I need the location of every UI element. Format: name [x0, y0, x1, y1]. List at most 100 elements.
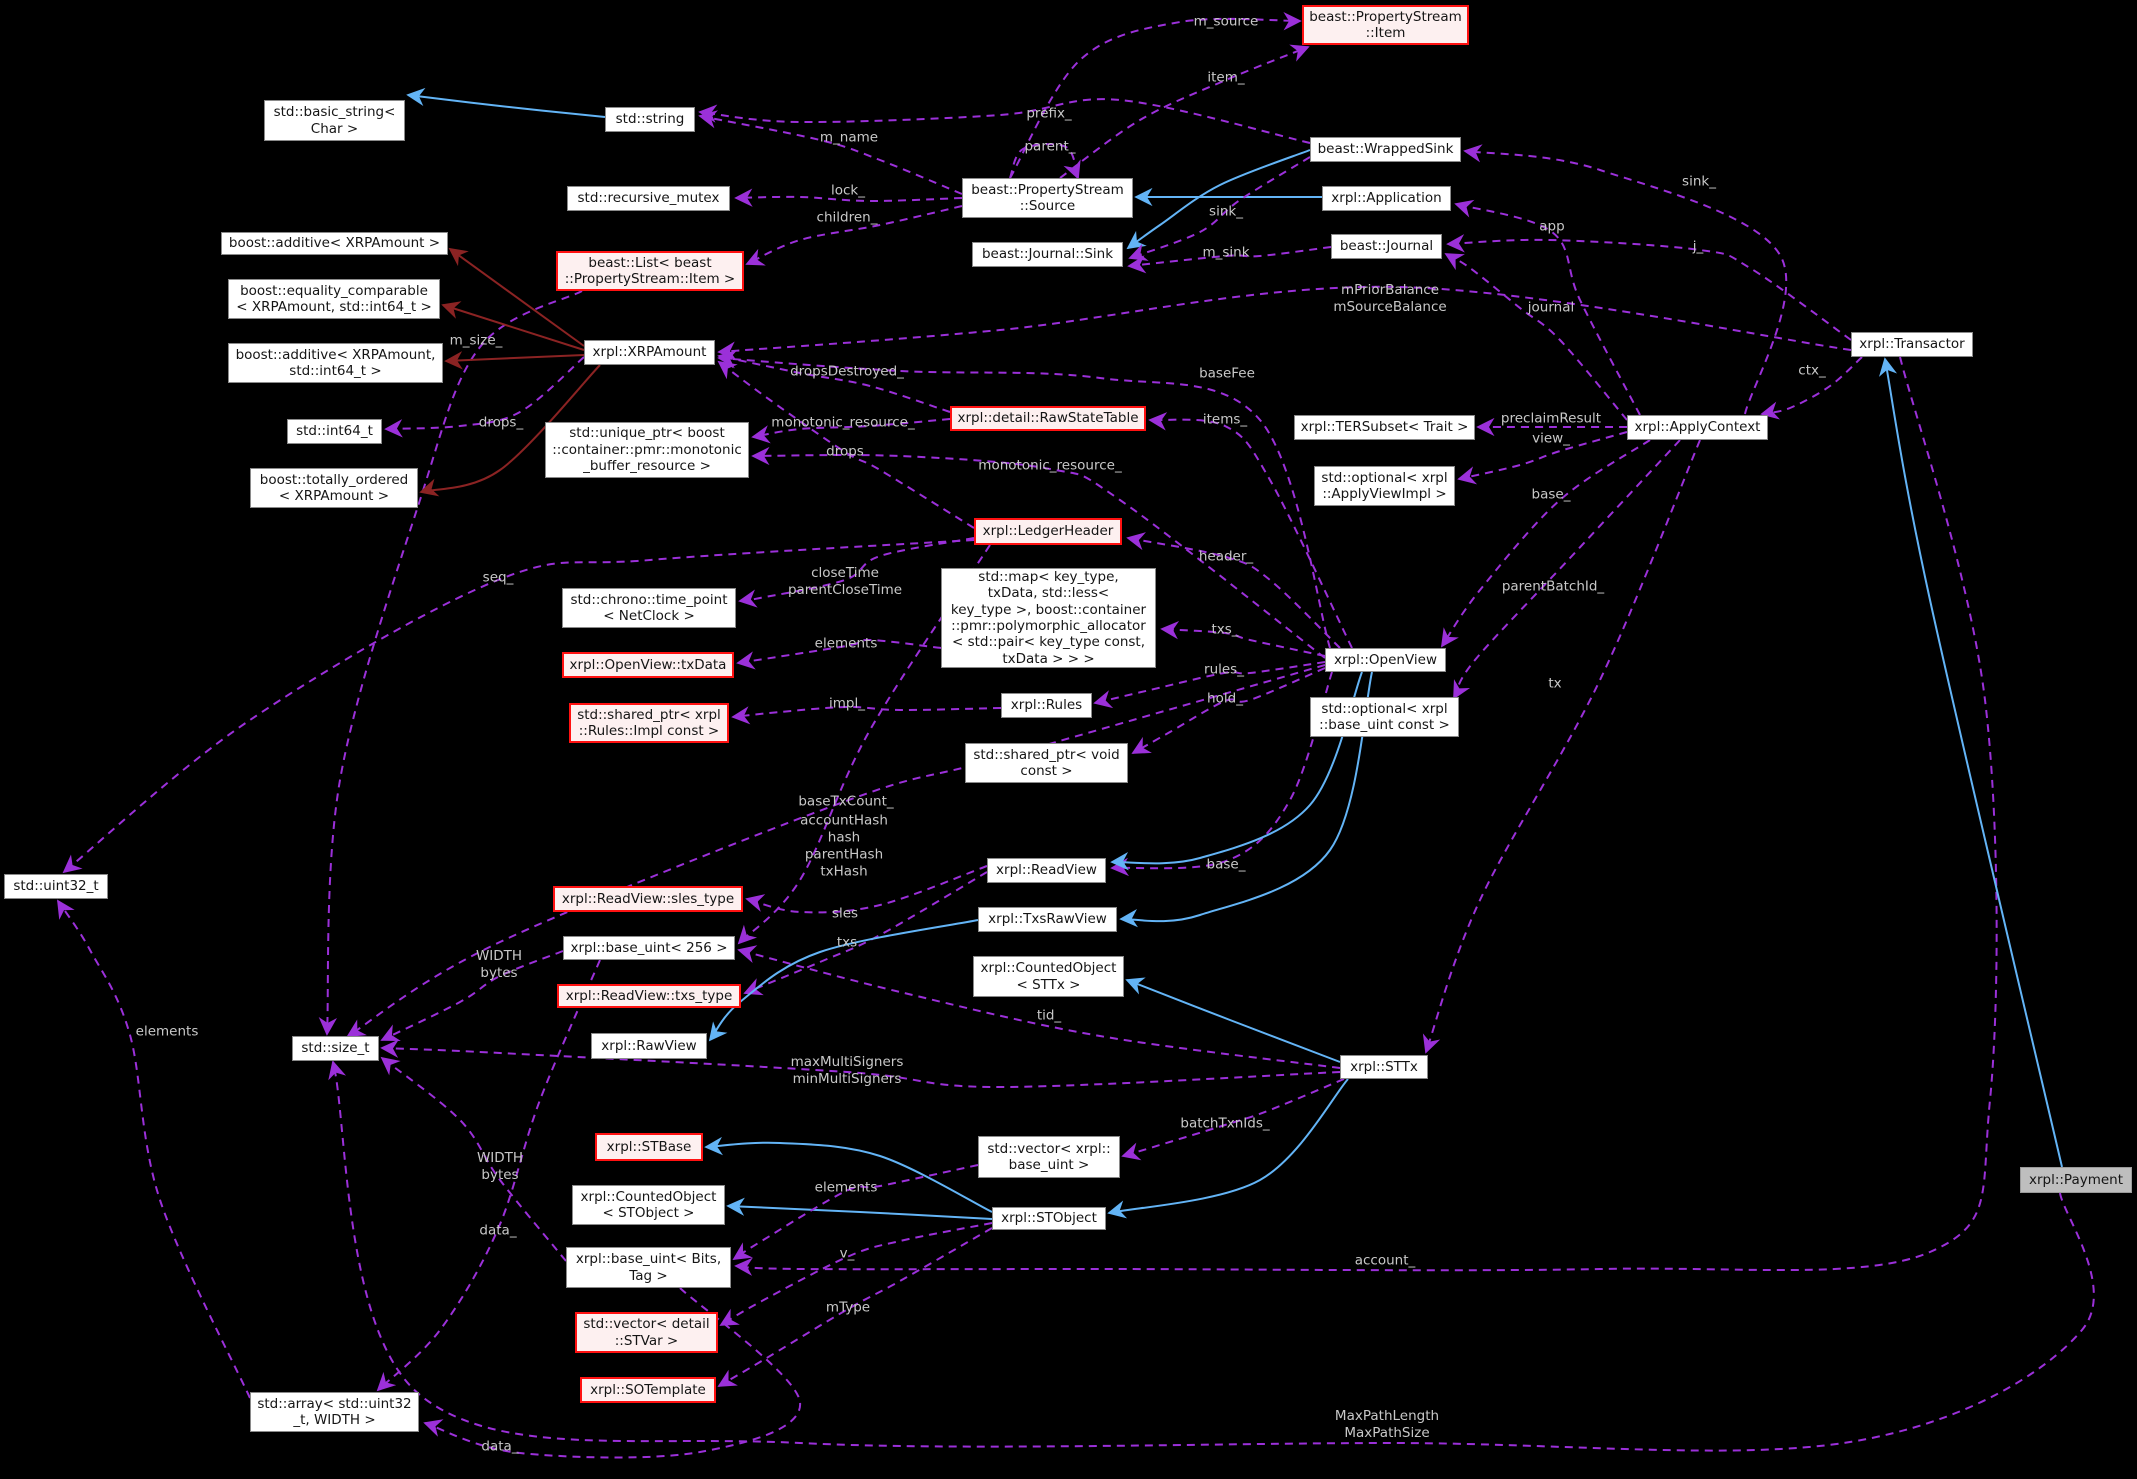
edge-ledgerheader-to-uint32-seq — [62, 539, 975, 874]
class-node-wrapped-sink[interactable]: beast::WrappedSink — [1310, 137, 1461, 162]
class-node-xrp-amount[interactable]: xrpl::XRPAmount — [584, 340, 715, 365]
edge-openview-to-rawstatetable-items — [1148, 412, 1353, 649]
edge-source-to-item-m-source — [1009, 11, 1302, 179]
edge-xrpamount-to-additive1 — [448, 247, 585, 347]
class-node-std-array[interactable]: std::array< std::uint32 _t, WIDTH > — [250, 1392, 419, 1432]
edge-xrpamount-to-int64-drops — [384, 356, 585, 438]
edge-xrpamount-to-additive2 — [444, 351, 585, 370]
edge-applycontext-to-journal-journal — [1444, 253, 1628, 421]
class-node-boost-eq-comparable[interactable]: boost::equality_comparable < XRPAmount, … — [228, 279, 440, 319]
class-node-boost-additive-2[interactable]: boost::additive< XRPAmount, std::int64_t… — [228, 343, 443, 383]
class-node-ledger-header[interactable]: xrpl::LedgerHeader — [974, 518, 1122, 545]
class-node-read-view[interactable]: xrpl::ReadView — [987, 858, 1106, 883]
class-node-stbase[interactable]: xrpl::STBase — [595, 1133, 703, 1161]
edge-sttx-to-countedobject — [1125, 977, 1341, 1063]
class-node-time-point[interactable]: std::chrono::time_point < NetClock > — [562, 588, 736, 628]
class-node-int64-t[interactable]: std::int64_t — [287, 419, 382, 444]
edge-vector-to-baseuint-elements — [732, 1164, 979, 1261]
class-node-counted-object-stobject[interactable]: xrpl::CountedObject < STObject > — [572, 1185, 725, 1225]
edge-openview-to-sharedptrvoid-hold — [1131, 667, 1326, 754]
class-node-application[interactable]: xrpl::Application — [1322, 186, 1451, 211]
edge-openview-to-readview-base — [1110, 671, 1333, 877]
edge-applycontext-to-sttx-tx — [1422, 439, 1701, 1054]
class-node-rules[interactable]: xrpl::Rules — [1001, 693, 1092, 718]
class-node-raw-state-table[interactable]: xrpl::detail::RawStateTable — [950, 406, 1146, 431]
edge-applycontext-to-optional-view — [1457, 431, 1628, 485]
class-node-beast-list[interactable]: beast::List< beast ::PropertyStream::Ite… — [556, 251, 744, 291]
class-node-readview-sles-type[interactable]: xrpl::ReadView::sles_type — [553, 886, 743, 912]
class-node-base-uint-bits-tag[interactable]: xrpl::base_uint< Bits, Tag > — [566, 1247, 731, 1288]
edge-openview-to-uniqueptr-monotonic — [751, 446, 1326, 659]
edge-transactor-to-xrpamount-balances — [717, 285, 1852, 360]
edge-baseuintbits-to-sizet-width — [380, 1056, 567, 1262]
edge-baseuintbits-to-array-data — [423, 1287, 802, 1459]
edge-openview-to-ledgerheader-header — [1126, 532, 1341, 649]
edge-source-to-string-m-name — [698, 110, 963, 195]
edge-wrappedsink-to-journalsink — [1126, 149, 1311, 250]
class-node-vector-base-uint[interactable]: std::vector< xrpl:: base_uint > — [978, 1136, 1120, 1178]
edge-rules-to-sharedptr-impl — [731, 705, 1002, 725]
class-node-recursive-mutex[interactable]: std::recursive_mutex — [567, 186, 730, 211]
edge-stobject-to-sotemplate-mtype — [717, 1227, 993, 1387]
edge-source-to-mutex-lock — [734, 188, 963, 207]
edge-applycontext-to-application-app — [1454, 199, 1641, 416]
class-node-stobject[interactable]: xrpl::STObject — [992, 1207, 1106, 1230]
edge-stobject-to-countedobject — [726, 1197, 993, 1220]
class-node-ter-subset[interactable]: xrpl::TERSubset< Trait > — [1294, 415, 1475, 440]
edge-wrappedsink-to-string-prefix — [698, 98, 1311, 144]
class-node-totally-ordered[interactable]: boost::totally_ordered < XRPAmount > — [250, 468, 418, 508]
class-node-sttx[interactable]: xrpl::STTx — [1340, 1055, 1428, 1079]
class-node-payment[interactable]: xrpl::Payment — [2020, 1167, 2132, 1193]
class-node-shared-ptr-void[interactable]: std::shared_ptr< void const > — [965, 743, 1128, 783]
class-node-readview-txs-type[interactable]: xrpl::ReadView::txs_type — [557, 984, 741, 1008]
class-node-transactor[interactable]: xrpl::Transactor — [1851, 332, 1973, 357]
class-node-counted-object-sttx[interactable]: xrpl::CountedObject < STTx > — [973, 956, 1124, 997]
edge-sttx-to-sizet-multisigners — [380, 1039, 1341, 1089]
edge-ledgerheader-to-timepoint-closetime — [738, 537, 975, 608]
edge-xrpamount-to-totallyordered — [419, 364, 601, 497]
class-node-optional-base-uint[interactable]: std::optional< xrpl ::base_uint const > — [1310, 697, 1459, 737]
class-node-unique-ptr-monotonic[interactable]: std::unique_ptr< boost ::container::pmr:… — [545, 422, 749, 478]
class-node-openview-txdata[interactable]: xrpl::OpenView::txData — [562, 652, 734, 678]
edge-baseuint256-to-array-data — [376, 959, 601, 1392]
class-node-journal-sink[interactable]: beast::Journal::Sink — [972, 242, 1123, 267]
class-node-journal[interactable]: beast::Journal — [1331, 234, 1442, 259]
edge-list-to-sizet-m-size — [318, 290, 583, 1036]
class-node-basic-string[interactable]: std::basic_string< Char > — [264, 100, 405, 141]
edge-transactor-to-journal-j — [1446, 234, 1852, 341]
edge-source-to-item-item — [1059, 44, 1310, 179]
edge-xrpamount-to-eqcomparable — [441, 301, 585, 351]
edge-string-to-basicstring — [406, 87, 606, 118]
class-node-open-view[interactable]: xrpl::OpenView — [1325, 648, 1446, 672]
class-node-base-uint-256[interactable]: xrpl::base_uint< 256 > — [563, 936, 735, 960]
class-node-txs-raw-view[interactable]: xrpl::TxsRawView — [978, 907, 1117, 932]
edge-baseuint256-to-sizet-width — [380, 950, 564, 1042]
edge-readview-to-slestype-sles — [745, 865, 988, 914]
class-node-property-stream-source[interactable]: beast::PropertyStream ::Source — [962, 178, 1133, 218]
edge-source-to-list-children — [745, 205, 963, 266]
edge-applycontext-to-wrappedsink-sink — [1463, 144, 1788, 415]
edge-map-to-openviewtxdata-elements — [736, 638, 942, 670]
edge-applycontext-to-optional-parentbatchid — [1453, 439, 1681, 700]
edge-payment-to-sizet-maxpath — [328, 1060, 2095, 1452]
edge-openview-to-rules-rules — [1093, 661, 1326, 709]
class-node-shared-ptr-rules-impl[interactable]: std::shared_ptr< xrpl ::Rules::Impl cons… — [569, 703, 729, 743]
class-node-std-string[interactable]: std::string — [605, 107, 695, 132]
class-node-optional-apply-view-impl[interactable]: std::optional< xrpl ::ApplyViewImpl > — [1314, 466, 1455, 506]
class-node-property-stream-item[interactable]: beast::PropertyStream ::Item — [1302, 5, 1469, 45]
class-node-vector-stvar[interactable]: std::vector< detail ::STVar > — [575, 1312, 718, 1353]
class-node-uint32-t[interactable]: std::uint32_t — [4, 874, 108, 899]
class-node-sotemplate[interactable]: xrpl::SOTemplate — [580, 1377, 716, 1403]
edge-stobject-to-vectorstvar-v — [719, 1222, 993, 1326]
class-node-raw-view[interactable]: xrpl::RawView — [591, 1033, 707, 1059]
class-node-std-map[interactable]: std::map< key_type, txData, std::less< k… — [941, 568, 1156, 668]
class-node-boost-additive-1[interactable]: boost::additive< XRPAmount > — [221, 232, 448, 255]
edge-sttx-to-vector-batchtxnids — [1121, 1078, 1345, 1161]
edge-payment-to-transactor — [1879, 357, 2063, 1168]
class-node-size-t[interactable]: std::size_t — [292, 1036, 379, 1061]
edge-rawstatetable-to-xrpamount-dropsdestroyed — [717, 350, 951, 413]
edge-openview-to-map-txs — [1160, 620, 1326, 657]
edge-openview-to-sizet-basetxcount — [346, 664, 1326, 1037]
class-node-apply-context[interactable]: xrpl::ApplyContext — [1627, 415, 1768, 440]
